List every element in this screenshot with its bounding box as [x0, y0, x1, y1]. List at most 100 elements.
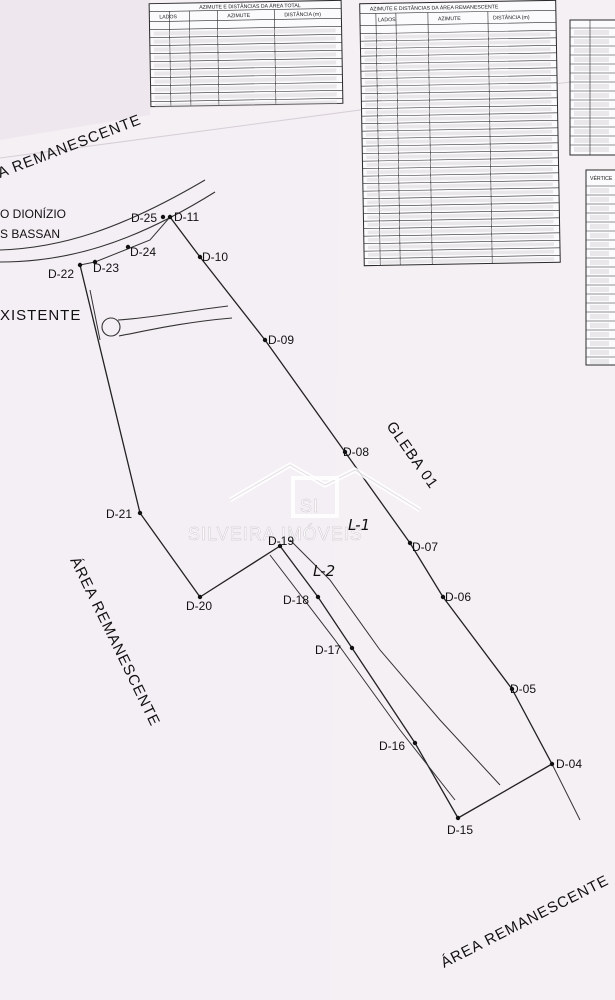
table-row-content — [367, 189, 554, 197]
table-left-title: AZIMUTE E DISTÂNCIAS DA ÁREA TOTAL — [199, 2, 301, 11]
point-marker-d-20 — [197, 594, 203, 600]
table-row-rule — [360, 30, 557, 35]
point-marker-d-06 — [440, 594, 446, 600]
table-row-content — [574, 120, 609, 125]
table-row-content — [153, 28, 336, 36]
l2-label: L-2 — [313, 562, 335, 580]
table-row-content — [590, 233, 609, 238]
table-row-content — [154, 52, 337, 60]
table-row-content — [574, 102, 609, 107]
table-row-rule — [360, 37, 557, 42]
table-row-content — [590, 278, 609, 283]
point-label-d-10: D-10 — [202, 250, 228, 264]
point-label-d-06: D-06 — [445, 590, 471, 604]
parcel-boundaries — [79, 216, 581, 821]
road — [0, 179, 216, 263]
table-row-content — [366, 152, 553, 160]
table-row-rule — [360, 74, 557, 80]
table-row-content — [153, 36, 336, 44]
table-row-content — [368, 257, 555, 265]
point-marker-d-22 — [77, 262, 83, 268]
table-row-content — [590, 197, 609, 202]
point-marker-d-24 — [125, 244, 131, 250]
table-row-content — [590, 341, 609, 346]
table-row-rule — [361, 89, 558, 95]
point-marker-d-04 — [549, 761, 555, 767]
point-label-d-08: D-08 — [343, 445, 369, 459]
table-row-rule — [361, 82, 558, 87]
point-marker-d-08 — [342, 449, 348, 455]
point-label-d-23: D-23 — [93, 261, 119, 275]
table-row-rule — [362, 157, 559, 162]
table-row-rule — [362, 134, 559, 140]
road-name-line2: S BASSAN — [0, 227, 60, 241]
table-row-rule — [362, 142, 559, 147]
table-row-content — [574, 147, 609, 152]
table-row-content — [367, 197, 554, 205]
table-row-content — [364, 54, 551, 62]
table-row-content — [154, 100, 337, 108]
table-area-total: AZIMUTE E DISTÂNCIAS DA ÁREA TOTAL LADOS… — [148, 0, 344, 108]
table-row-rule — [360, 45, 557, 50]
point-label-d-17: D-17 — [315, 643, 341, 657]
table-right-top — [569, 19, 615, 156]
table-row-content — [366, 182, 553, 190]
table-row-content — [365, 77, 552, 85]
table-row-content — [574, 84, 609, 89]
table-left-header-azimute: AZIMUTE — [227, 13, 250, 19]
table-row-content — [366, 144, 553, 152]
table-row-content — [590, 350, 609, 355]
table-row-rule — [150, 74, 343, 78]
table-row-rule — [360, 67, 557, 72]
point-marker-d-21 — [137, 510, 143, 516]
table-row-content — [364, 32, 551, 40]
table-row-rule — [361, 112, 558, 117]
table-row-content — [364, 62, 551, 70]
point-marker-d-23 — [92, 259, 98, 265]
table-row-content — [365, 107, 552, 115]
table-row-rule — [363, 239, 560, 244]
point-marker-d-05 — [509, 686, 515, 692]
point-label-d-21: D-21 — [106, 507, 132, 521]
table-row-rule — [360, 60, 557, 65]
watermark-mark: SI — [300, 496, 319, 516]
table-row-rule — [149, 34, 342, 38]
table-row-rule — [149, 50, 342, 54]
point-label-d-11: D-11 — [174, 210, 199, 224]
table-row-rule — [364, 247, 560, 252]
table-row-rule — [363, 209, 560, 214]
survey-points — [77, 214, 555, 821]
existing-path — [101, 305, 233, 337]
point-label-d-09: D-09 — [268, 333, 294, 347]
table-row-content — [590, 296, 609, 301]
table-row-rule — [150, 98, 343, 102]
table-row-content — [590, 215, 609, 220]
table-row-content — [590, 224, 609, 229]
table-row-content — [590, 323, 609, 328]
table-row-content — [574, 129, 609, 134]
table-row-rule — [362, 172, 559, 177]
table-row-content — [590, 314, 609, 319]
table-row-content — [590, 260, 609, 265]
table-row-content — [368, 249, 555, 257]
table-row-rule — [363, 217, 560, 222]
point-label-d-20: D-20 — [186, 599, 212, 613]
table-middle-header-distancia: DISTÂNCIA (m) — [493, 14, 530, 22]
table-row-content — [574, 66, 609, 71]
point-marker-d-10 — [197, 254, 203, 260]
table-row-content — [574, 75, 609, 80]
table-left-header-distancia: DISTÂNCIA (m) — [284, 11, 321, 19]
table-row-content — [574, 39, 609, 44]
existente-label: XISTENTE — [0, 307, 81, 324]
table-row-content — [365, 84, 552, 92]
table-row-rule — [150, 90, 343, 94]
table-row-content — [367, 204, 554, 212]
table-row-content — [365, 99, 552, 107]
table-row-rule — [363, 224, 560, 229]
table-row-rule — [363, 202, 560, 207]
point-label-d-04: D-04 — [556, 757, 582, 771]
table-middle-header-lado: LADOS — [378, 17, 396, 23]
point-labels: D-04 D-05 D-06 D-07 D-08 D-09 D-10 D-11 … — [48, 210, 582, 837]
table-row-rule — [361, 119, 558, 125]
table-middle-header-azimute: AZIMUTE — [438, 16, 461, 22]
